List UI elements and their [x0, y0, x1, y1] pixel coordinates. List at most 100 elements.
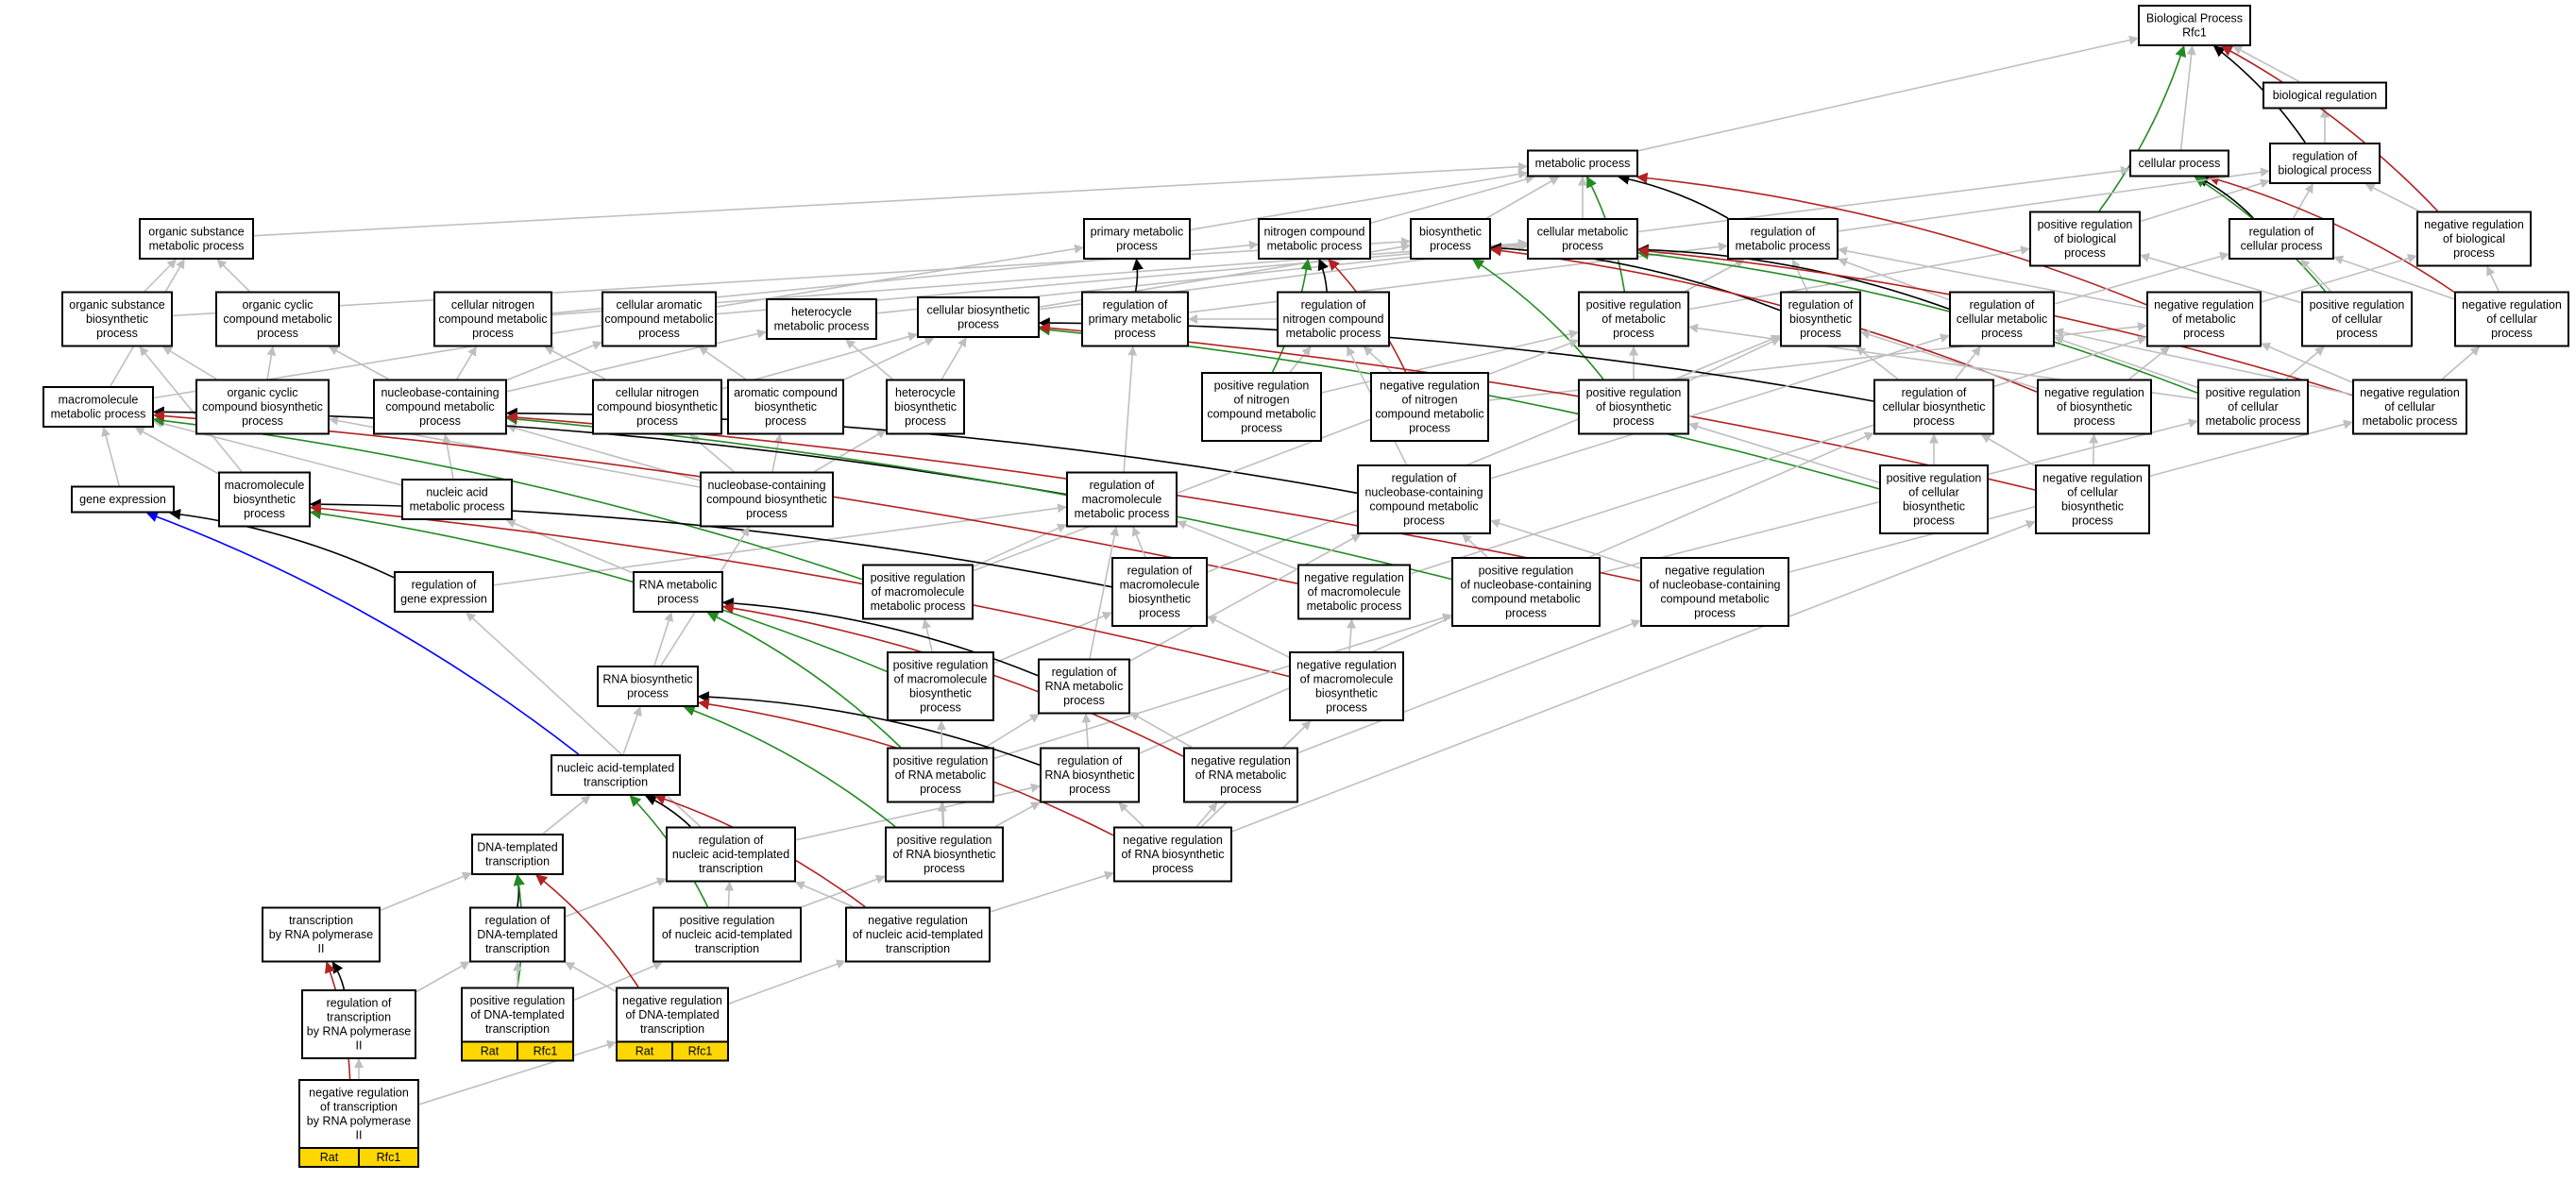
edge-is-a — [2333, 255, 2455, 300]
go-term-node-geneexp[interactable]: gene expression — [71, 485, 175, 514]
edge-line — [216, 259, 250, 293]
edge-line — [1635, 172, 2147, 306]
edge-is-a — [728, 959, 846, 1004]
node-label-line: process — [1913, 414, 1955, 428]
go-term-node-regnucbase[interactable]: regulation ofnucleobase-containingcompou… — [1357, 464, 1491, 534]
edge-line — [1317, 258, 1329, 292]
edge-is-a — [653, 612, 674, 666]
node-box — [1038, 658, 1130, 715]
node-box — [1083, 218, 1191, 260]
node-label-line: process — [1114, 327, 1156, 340]
go-term-node-bioreg[interactable]: biological regulation — [2262, 81, 2387, 110]
go-term-node-regmacrobio[interactable]: regulation ofmacromoleculebiosyntheticpr… — [1111, 557, 1208, 627]
edge-line — [1955, 346, 1981, 380]
edge-line — [309, 508, 888, 672]
go-term-node-cellproc[interactable]: cellular process — [2129, 149, 2229, 177]
edge-positively-regulates — [1471, 259, 1604, 380]
node-label-line: regulation of — [327, 997, 392, 1010]
edge-is-a — [216, 259, 250, 293]
edge-is-a — [456, 346, 477, 380]
edge-line — [456, 346, 477, 380]
edge-line — [845, 339, 893, 380]
edge-is-a — [2232, 45, 2300, 83]
go-term-node-metab[interactable]: metabolic process — [1527, 149, 1638, 177]
edge-is-a — [771, 433, 784, 472]
edge-is-a — [2128, 346, 2170, 380]
node-label-line: process — [1981, 327, 2023, 340]
node-label-line: biosynthetic — [1789, 312, 1852, 326]
edge-positively-regulates — [2098, 44, 2187, 211]
